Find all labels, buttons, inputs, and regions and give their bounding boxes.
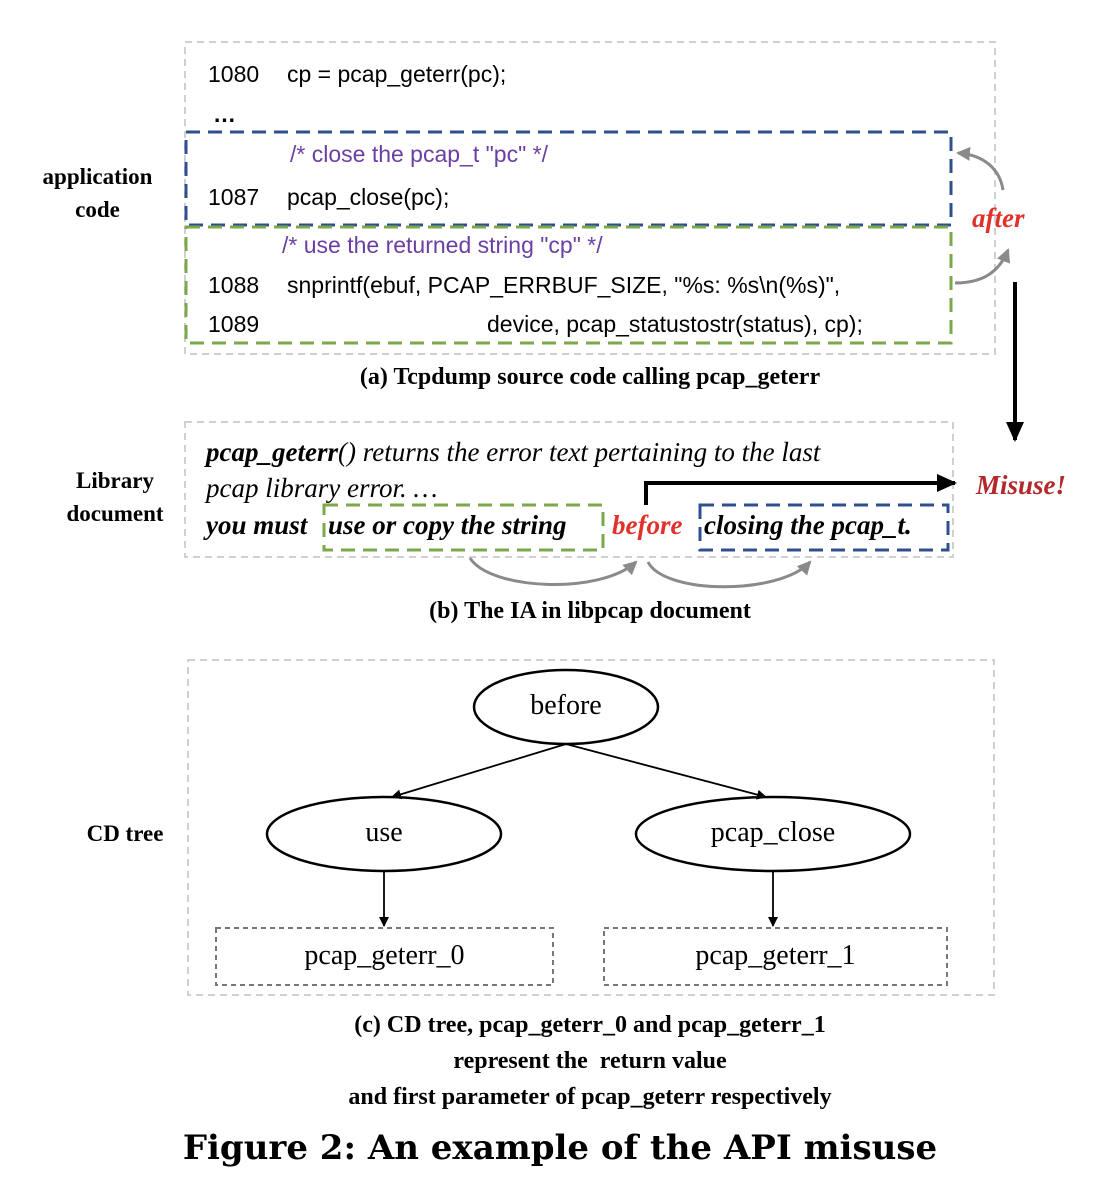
code-line: cp = pcap_geterr(pc); [287, 61, 507, 87]
side-label-line: document [66, 501, 164, 526]
side-label-line: application [42, 164, 153, 189]
misuse-arrow [644, 474, 957, 505]
doc-blue-text: closing the pcap_t. [704, 510, 912, 540]
line-number: 1080 [208, 61, 260, 87]
panel-b-frame [184, 421, 954, 558]
panel-c-frame [187, 659, 995, 996]
caption-c-line: represent the return value [453, 1048, 727, 1074]
caption-b: (b) The IA in libpcap document [429, 598, 751, 624]
side-label-application-code: application code [25, 160, 170, 226]
after-label: after [972, 203, 1025, 233]
tree-leaf-0 [215, 927, 554, 986]
line-number: 1089 [208, 311, 260, 337]
tree-leaf-label-0: pcap_geterr_0 [304, 940, 465, 971]
blue-highlight-box [184, 130, 953, 227]
edge-before-use [391, 743, 567, 800]
code-line: device, pcap_statustostr(status), cp); [487, 311, 863, 337]
doc-line-1-rest: () returns the error text pertaining to … [337, 437, 821, 467]
tree-label-pcap-close: pcap_close [710, 817, 836, 848]
caption-a: (a) Tcpdump source code calling pcap_get… [359, 364, 821, 390]
doc-line-1: pcap_geterr() returns the error text per… [206, 437, 820, 468]
doc-green-box [322, 503, 605, 552]
line-number: 1087 [208, 184, 260, 210]
side-label-line: Library [76, 468, 154, 493]
side-label-library-document: Library document [40, 464, 190, 530]
misuse-label: Misuse! [976, 470, 1067, 500]
doc-before-keyword: before [612, 510, 683, 540]
doc-line-3-prefix: you must [206, 510, 315, 540]
line-number: 1088 [208, 272, 260, 298]
side-label-cd-tree: CD tree [86, 821, 164, 846]
doc-green-text: use or copy the string [328, 510, 567, 540]
edge-before-pcap-close [565, 743, 767, 800]
caption-c-line: (c) CD tree, pcap_geterr_0 and pcap_gete… [354, 1012, 826, 1038]
doc-blue-box [698, 503, 950, 552]
caption-c: (c) CD tree, pcap_geterr_0 and pcap_gete… [140, 1007, 1040, 1115]
tree-label-before: before [530, 690, 602, 721]
tree-leaf-label-1: pcap_geterr_1 [695, 940, 856, 971]
tree-label-use: use [365, 817, 403, 848]
doc-arrow-right [646, 560, 812, 589]
code-line: snprintf(ebuf, PCAP_ERRBUF_SIZE, "%s: %s… [287, 272, 841, 298]
after-arrow-up [956, 146, 1005, 191]
code-line: pcap_close(pc); [287, 184, 450, 210]
tree-leaf-1 [603, 927, 948, 986]
after-arrow-down [954, 248, 1011, 285]
caption-c-line: and first parameter of pcap_geterr respe… [348, 1084, 832, 1110]
side-label-line: code [75, 197, 120, 222]
doc-arrow-left [468, 557, 638, 586]
code-comment: /* close the pcap_t "pc" */ [290, 141, 548, 167]
code-ellipsis: … [213, 101, 236, 127]
doc-function-name: pcap_geterr [206, 437, 338, 467]
code-comment: /* use the returned string "cp" */ [282, 232, 603, 258]
green-highlight-box [184, 225, 953, 345]
doc-line-2: pcap library error. … [206, 473, 438, 503]
figure-title: Figure 2: An example of the API misuse [182, 1128, 938, 1168]
